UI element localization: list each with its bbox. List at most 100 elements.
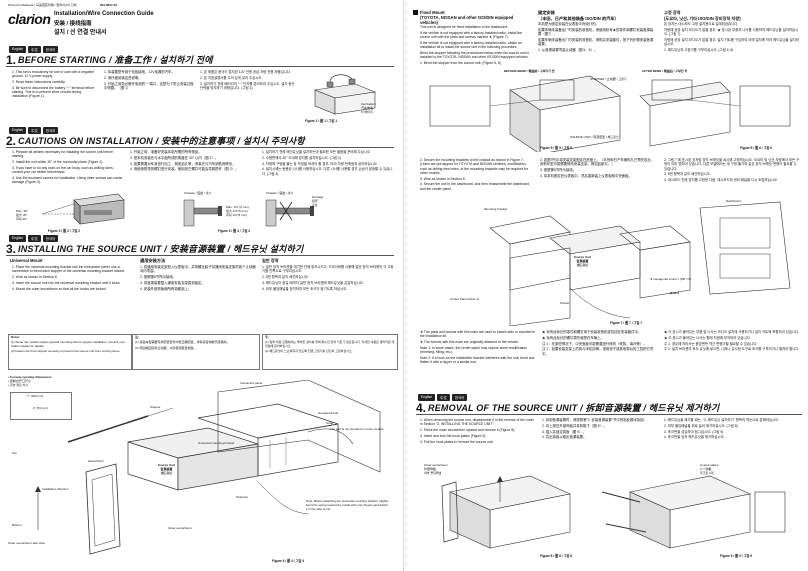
fixed-en-4: Bend the stopper following the procedure… xyxy=(420,50,529,60)
s4-kr-3: 3. 후크판을 삽입하여 잠그십시오. (그림 9) xyxy=(664,429,724,434)
lang-tabs-s1: English 中文 한국어 xyxy=(9,46,59,53)
lang-tab-kr: 한국어 xyxy=(451,394,468,401)
section-title: INSTALLING THE SOURCE UNIT / 安装音源装置 / 헤드… xyxy=(18,244,304,254)
fixed-mount-kr: 고정 장착 (도요타, 닛산, 기타 ISO/DIN 장비장착 차량) 본 장치… xyxy=(664,10,800,68)
console-dims-kr: • 콘솔 열린 치수 xyxy=(8,383,29,387)
max-screw-label-kr: 최대 1/4"(6 mm) xyxy=(226,212,248,217)
page-marker xyxy=(413,10,418,15)
s4-cn-4: 4. 拉出钩板以取出音源装置。 xyxy=(542,435,587,440)
bullet-cn-1: ★ 标有此标记的零件和螺钉用于安装收音机或包括在安装套件中。 xyxy=(542,330,642,334)
hook-plates-label: 2 Hook plates 2 个钩板 후크판 2개 xyxy=(700,463,718,475)
fixed-step-cn-2: 2. 如图7所示将安装支架固定在底盘上。（丰田和日产车辆的孔已预先攻丝，其他车型… xyxy=(540,158,655,167)
figure-8-caption: Figure 8 / 图 8 / 그림 8 xyxy=(540,554,573,558)
s4-en-2: 2. Press the outer escutcheon upward and… xyxy=(420,428,516,433)
source-unit-label-fig7-cn: 音源装置 xyxy=(576,258,589,263)
figure-9-caption: Figure 9 / 图 9 / 그림 9 xyxy=(720,554,753,558)
center-panel-label: Center Panel (Note 1) xyxy=(450,297,480,301)
chassis-label-1: Chassis / 底盘 / 새시 xyxy=(184,191,212,195)
figure-5-6-stopper: BEFORE BEND / 弯曲前 / 구부리기 전 AFTER BEND / … xyxy=(420,69,800,152)
universal-mount-heading-kr: 일반 장착 xyxy=(262,258,279,263)
universal-mount-heading-en: Universal Mount xyxy=(10,258,43,263)
section-number: 2. xyxy=(6,133,17,148)
lang-tab-kr: 한국어 xyxy=(42,127,59,134)
fixed-step-cn-3: 3. 按照第8节所示接线。 xyxy=(540,168,577,173)
note-en-1: (1) Some car models require special moun… xyxy=(11,340,126,349)
outer-escutcheon-fig8-kr: 외부 몰딩패널 xyxy=(424,470,442,475)
fixed-en-3: If the vehicle is not equipped with a fa… xyxy=(420,40,522,50)
top-label: Top xyxy=(12,451,17,455)
s4-cn-3: 3. 插入并锁定钩板（图 9）。 xyxy=(542,429,586,434)
lang-tab-cn: 中文 xyxy=(437,394,450,401)
s1-en-3: 3. Be sure to disconnect the battery "−"… xyxy=(12,85,95,99)
s4-en-4: 4. Pull the hook plates to remove the so… xyxy=(420,439,494,444)
s2-en-3: 3. If you have to do any work on the car… xyxy=(12,165,114,175)
s1-en-2: 2. Read these instructions carefully. xyxy=(12,80,66,85)
figure-9-hook-plates: 2 Hook plates 2 个钩板 후크판 2개 xyxy=(600,462,800,554)
car-battery-label-kr: 차 배터리 xyxy=(361,109,373,114)
fixed-mount-subheading-en: (TOYOTA, NISSAN and other ISO/DIN equipp… xyxy=(420,15,514,25)
doc-number: 284-8607-00 xyxy=(100,3,118,7)
note-cn-2: (2) 牢固地固定前止动器，以防音源装置松脱。 xyxy=(135,345,197,350)
fixed-kr-2: 차량에 공장 설치 라디오가 없을 경우, ★ 표시된 부품과 나사를 사용하여… xyxy=(664,27,799,37)
note-1-kr: 주 1: 경우에 따라서는 중앙면판 약간 변형이필 필요할 수 있습니다. xyxy=(664,341,758,346)
fixed-en-2: If the vehicle is not equipped with a fa… xyxy=(420,30,523,40)
hook-plates-label-kr: 후크판 2개 xyxy=(700,470,714,475)
s4-kr-1: 1. 헤드유닛을 제거할 때는, "3. 헤드유닛 설치하기" 항목의 역순으로… xyxy=(664,418,780,422)
fixed-mount-heading-en: Fixed Mount xyxy=(420,10,445,15)
figure-4-universal-mount: Stopper Instrument panel Hexagonal bolt … xyxy=(8,372,396,562)
strap-label: Strap xyxy=(326,421,334,425)
s3-notes-kr: 주: (1) 일부 차량 모델에서는 올바른 설치를 위해 특수한 장착 키트가… xyxy=(262,334,398,370)
figure-4-note: Note: Before attaching the universal mou… xyxy=(306,499,389,511)
fixed-mount-cn: 固定安装 （丰田、日产和其他装备 ISO/DIN 的汽车） 本机是为固定安装在仪… xyxy=(538,10,656,68)
universal-bracket-label: Universal mounting bracket xyxy=(198,441,235,445)
s1-text-kr: 1. 본 제품은 음극이 접지된 12V 전원 공급 차량 전용 제품입니다. … xyxy=(200,70,296,110)
console-dims-title: • Console opening dimensions xyxy=(8,375,52,379)
note-2-cn: 注 2：如果安装支架上的钩与本机妨碍，请用钳子或其他类似的工具把它弯平。 xyxy=(542,347,654,356)
stopper-label: Stopper xyxy=(150,405,161,409)
fixed-steps-kr: 2. 그림 7 에 표시된 것처럼 장착 브래킷을 섀시에 고정하십시오. 도요… xyxy=(664,158,800,198)
s4-en-3: 3. Insert and lock the hook plates (Figu… xyxy=(420,433,487,438)
printed-note: Printed in Malaysia / 马来西亚印刷 / 말레이시아 인쇄 xyxy=(8,3,77,7)
lang-tab-cn: 中文 xyxy=(28,46,41,53)
s4-text-cn: 1. 拆卸音源装置时，请按照第"3. 安装音源装置"节中的相反顺序拆卸。 2. … xyxy=(542,418,656,458)
fixed-mount-illustration xyxy=(489,201,791,326)
max-30-label-en: Max. 30° xyxy=(16,209,28,213)
s3-kr-4: 4. 외부 몰딩패널을 장착하여 모든 후크가 잠기도록 하십시오. xyxy=(262,286,348,291)
s2-en-2: 2. Install the unit within 30° of the ho… xyxy=(12,160,104,165)
note-kr-2: (2) 헤드유닛이 느슨해지지 않도록 전면 고정기를 단단히 고정하십시오. xyxy=(265,349,353,354)
outer-escutcheon-fig8-cn: 外部饰板 xyxy=(424,466,437,471)
s3-notes-cn: 注： (1) 某些车型需要专用安装套件才能正确安装。详情请咨询歌乐经销商。 (2… xyxy=(132,334,260,370)
section-number: 4. xyxy=(416,400,427,415)
doc-title-kr: 설치 / 선 연결 안내서 xyxy=(54,30,107,36)
s3-cn-3: 3. 将音源装置插入通用安装支架直到锁定。 xyxy=(140,280,205,285)
figure-6-caption: Figure 6 / 图 6 / 그림 6 xyxy=(740,146,773,150)
figure-7-caption: Figure 7 / 图 7 / 그림 7 xyxy=(610,321,643,325)
note-en-2: (2) Fasten the front stopper securely to… xyxy=(11,349,121,354)
s1-kr-1: 1. 본 제품은 음극이 접지된 12V 전원 공급 차량 전용 제품입니다. xyxy=(200,70,291,74)
s2-text-cn: 1. 开始之前，准备好安装本机所需的所有物品。 2. 把本机安装在与水平面所成的… xyxy=(130,150,252,190)
brand-logo: clarion xyxy=(8,11,51,27)
bullet-en-1: ★ The parts and screws with this mark ar… xyxy=(420,330,536,339)
s4-kr-4: 4. 후크판을 당겨 헤드유닛을 제거하십시오. xyxy=(664,435,725,440)
fixed-step-kr-3: 3. 8번 항목과 같이 배선하십시오. xyxy=(664,172,711,177)
section-2-heading: 2. CAUTIONS ON INSTALLATION / 安装中的注意事项 /… xyxy=(6,134,394,148)
s4-cn-1: 1. 拆卸音源装置时，请按照第"3. 安装音源装置"节中的相反顺序拆卸。 xyxy=(542,418,647,422)
installation-direction-label: Installation direction xyxy=(42,487,69,491)
escutcheon-removal-illustration xyxy=(441,475,571,549)
s3-cn-2: 2. 按照第8节所示接线。 xyxy=(140,275,177,280)
stoppers-label: Stoppers xyxy=(236,495,249,499)
after-bend-label: AFTER BEND / 弯曲后 / 구부린 후 xyxy=(642,69,688,73)
source-unit-label-fixed: SOURCE UNIT / 音源装置 / 헤드유닛 xyxy=(570,135,619,139)
fixed-mount-heading-cn: 固定安装 xyxy=(538,10,555,15)
s3-kr-2: 2. 8번 항목과 같이 배선하십시오. xyxy=(262,275,309,280)
max-30-label-cn: 最大 30° xyxy=(16,212,28,217)
lang-tab-en: English xyxy=(9,235,27,242)
page-fold-divider xyxy=(403,0,404,571)
fixed-step-cn-4: 4. 将本机固定在仪表板中，然后重新装上仪表板和中央面板。 xyxy=(540,173,632,178)
lang-tabs-s2: English 中文 한국어 xyxy=(9,127,59,134)
lang-tab-en: English xyxy=(9,127,27,134)
fixed-kr-3: 차량에 공장 설치 라디오가 없을 경우, 설치 키트를 구입하여 아래 절차에… xyxy=(664,37,799,47)
max-screw-label-en: Max. 1/4" (6 mm) xyxy=(226,205,249,209)
s3-kr-3: 3. 헤드유닛이 잠길 때까지 일반 장착 브라켓에 헤드유닛을 삽입하십시오. xyxy=(262,280,364,285)
s2-cn-1: 1. 开始之前，准备好安装本机所需的所有物品。 xyxy=(130,150,202,154)
